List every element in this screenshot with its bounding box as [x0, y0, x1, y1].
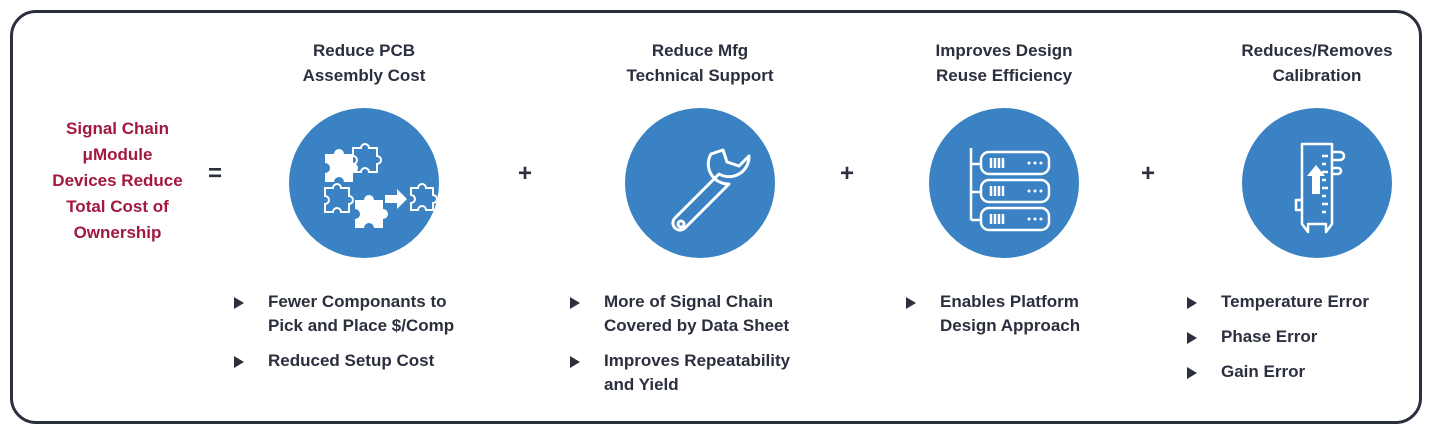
bullet-list: More of Signal Chain Covered by Data She…: [570, 290, 830, 397]
benefit-column-pcb-assembly: Reduce PCB Assembly Cost Fewer Componant…: [234, 38, 494, 384]
column-title: Reduces/Removes Calibration: [1241, 41, 1393, 85]
bullet-triangle-icon: [570, 297, 580, 309]
plus-sign-3: +: [1140, 160, 1155, 187]
bullet-item: Gain Error: [1187, 360, 1443, 384]
plus-sign-1: +: [517, 160, 532, 187]
bullet-item: Temperature Error: [1187, 290, 1443, 314]
bullet-list: Fewer Componants to Pick and Place $/Com…: [234, 290, 494, 373]
bullet-item: More of Signal Chain Covered by Data She…: [570, 290, 830, 338]
bullet-triangle-icon: [570, 356, 580, 368]
server-stack-icon: [929, 108, 1079, 258]
puzzle-pieces-icon: [289, 108, 439, 258]
bullet-triangle-icon: [1187, 332, 1197, 344]
caliper-gauge-icon: [1242, 108, 1392, 258]
bullet-list: Temperature Error Phase Error Gain Error: [1187, 290, 1443, 384]
bullet-triangle-icon: [234, 356, 244, 368]
bullet-item: Improves Repeatability and Yield: [570, 349, 830, 397]
column-title: Improves Design Reuse Efficiency: [935, 41, 1073, 85]
bullet-triangle-icon: [234, 297, 244, 309]
column-title: Reduce PCB Assembly Cost: [302, 41, 426, 85]
benefit-column-calibration: Reduces/Removes Calibration Temperature …: [1187, 38, 1443, 395]
lead-statement: Signal Chain μModule Devices Reduce Tota…: [52, 119, 183, 242]
bullet-item: Phase Error: [1187, 325, 1443, 349]
bullet-item: Fewer Componants to Pick and Place $/Com…: [234, 290, 494, 338]
plus-sign-2: +: [839, 160, 854, 187]
benefit-column-mfg-support: Reduce Mfg Technical Support More of Sig…: [570, 38, 830, 408]
bullet-triangle-icon: [1187, 297, 1197, 309]
diagram-frame: [10, 10, 1422, 424]
bullet-triangle-icon: [1187, 367, 1197, 379]
wrench-icon: [625, 108, 775, 258]
benefit-column-design-reuse: Improves Design Reuse Efficiency Enables…: [874, 38, 1134, 349]
bullet-item: Enables Platform Design Approach: [906, 290, 1134, 338]
column-title: Reduce Mfg Technical Support: [626, 41, 774, 85]
equals-sign: =: [207, 160, 222, 187]
bullet-triangle-icon: [906, 297, 916, 309]
bullet-list: Enables Platform Design Approach: [874, 290, 1134, 338]
bullet-item: Reduced Setup Cost: [234, 349, 494, 373]
